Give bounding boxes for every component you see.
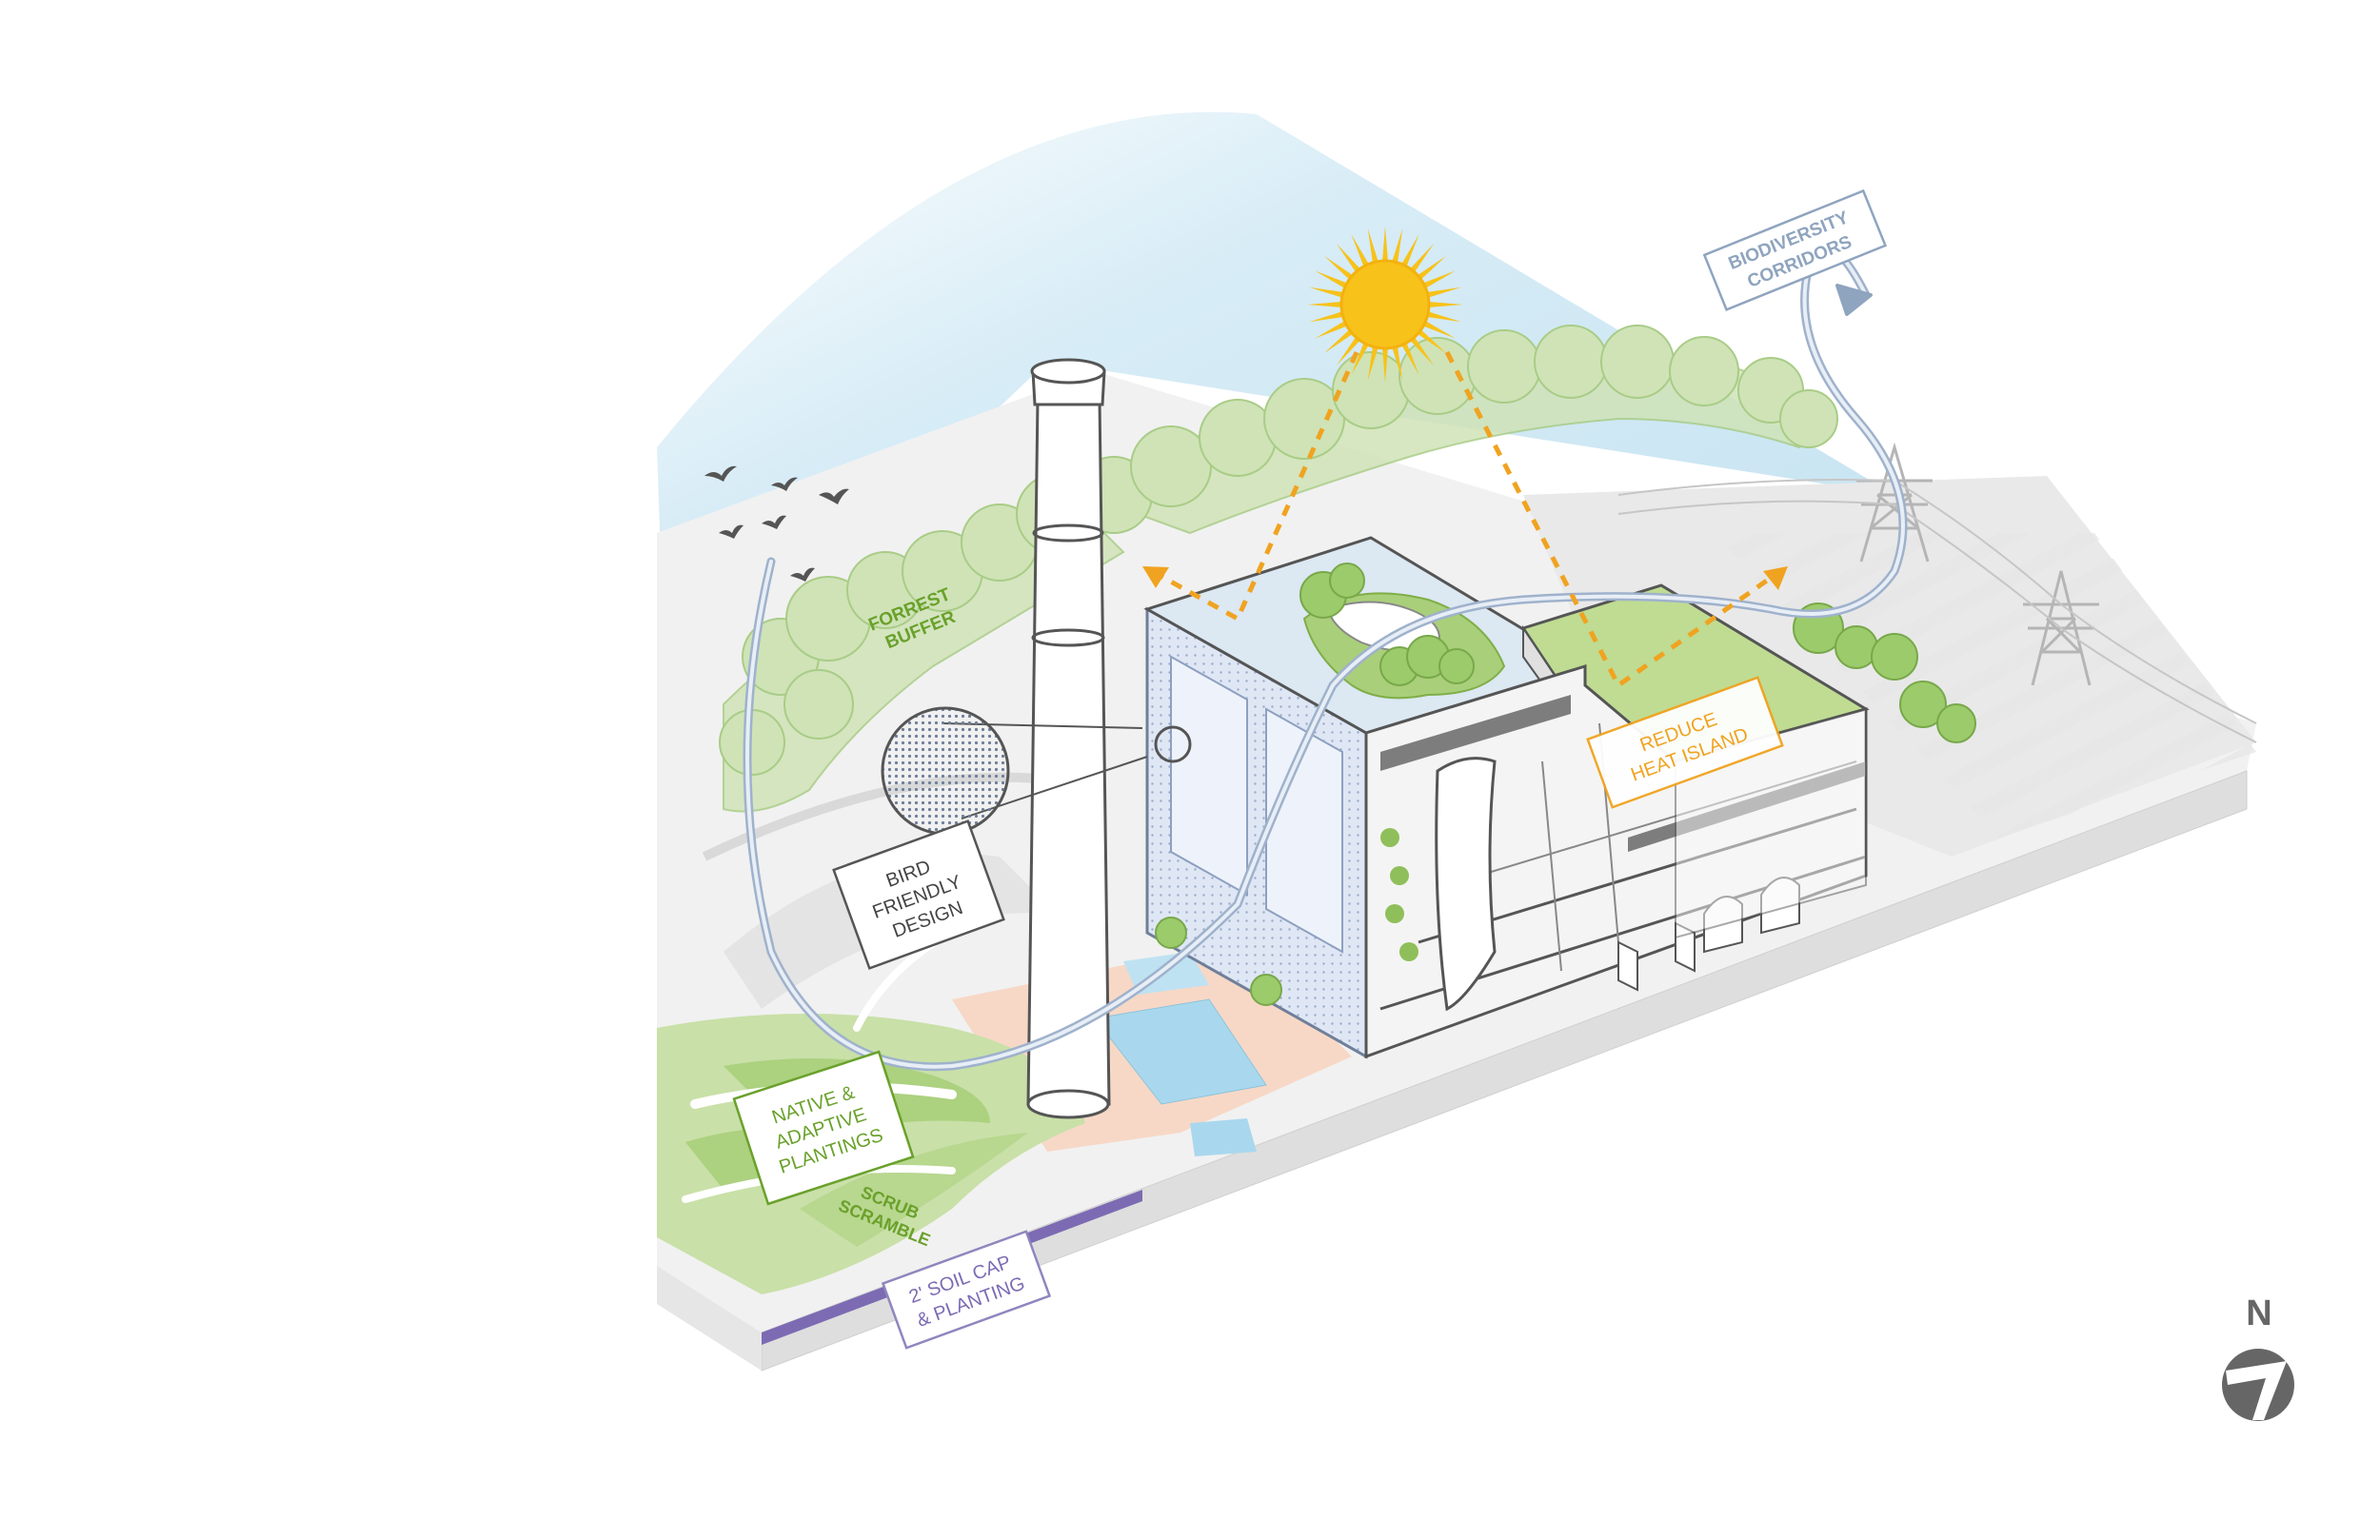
sun-ray bbox=[1408, 335, 1435, 366]
sun-ray bbox=[1367, 345, 1379, 381]
sun-ray bbox=[1416, 327, 1447, 354]
sun-ray bbox=[1400, 341, 1419, 375]
sun-ray bbox=[1400, 234, 1419, 268]
sun-ray bbox=[1425, 286, 1461, 299]
sun-ray bbox=[1391, 228, 1403, 265]
river-water bbox=[657, 111, 1894, 723]
sun-ray bbox=[1336, 243, 1362, 274]
sun-ray bbox=[1416, 255, 1447, 282]
sun-ray bbox=[1408, 243, 1435, 274]
heat-reflection-arrows bbox=[1150, 350, 1782, 689]
heat-arrow-heads bbox=[1142, 566, 1788, 590]
sun-ray bbox=[1425, 310, 1461, 323]
label-bird-friendly-design: BIRD FRIENDLY DESIGN bbox=[832, 819, 1005, 970]
sun-ray bbox=[1421, 270, 1456, 289]
biodiversity-corridor bbox=[743, 244, 1908, 1072]
smokestack bbox=[1026, 358, 1111, 1119]
sun-ray bbox=[1381, 346, 1389, 383]
sun-ray bbox=[1391, 345, 1403, 381]
sun-ray bbox=[1323, 255, 1355, 282]
trees bbox=[1155, 563, 1976, 1006]
transmission-towers bbox=[1617, 442, 2257, 743]
sun-ray bbox=[1351, 341, 1370, 375]
bird-friendly-magnifier bbox=[881, 706, 1192, 836]
label-reduce-heat-island: REDUCE HEAT ISLAND bbox=[1586, 676, 1784, 809]
sun-ray bbox=[1351, 234, 1370, 268]
atrium-sculpture bbox=[1435, 757, 1497, 1012]
north-arrow: N bbox=[2222, 1293, 2294, 1421]
sun-ray bbox=[1315, 270, 1349, 289]
sun-icon bbox=[1307, 227, 1463, 383]
sun-ray bbox=[1323, 327, 1355, 354]
building bbox=[1143, 536, 1870, 1059]
pool bbox=[1094, 998, 1267, 1105]
sun-ray bbox=[1367, 228, 1379, 265]
label-native-adaptive-plantings: NATIVE & ADAPTIVE PLANTINGS bbox=[732, 1050, 915, 1206]
sun-ray bbox=[1309, 310, 1345, 323]
sun-ray bbox=[1315, 320, 1349, 339]
sun-ray bbox=[1307, 301, 1344, 308]
birds-icon bbox=[704, 465, 849, 582]
sun-ray bbox=[1426, 301, 1463, 308]
sun-ray bbox=[1421, 320, 1456, 339]
svg-text:N: N bbox=[2246, 1293, 2271, 1333]
sun-ray bbox=[1309, 286, 1345, 299]
sun-ray bbox=[1336, 335, 1362, 366]
sun-ray bbox=[1381, 227, 1389, 264]
